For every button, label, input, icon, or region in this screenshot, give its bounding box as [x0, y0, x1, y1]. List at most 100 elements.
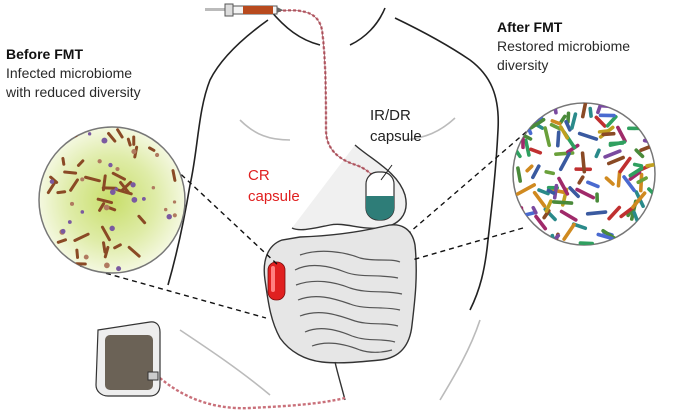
bacterium-rod — [619, 205, 636, 219]
bacterium-coccus — [87, 132, 92, 136]
bacterium-coccus — [67, 220, 72, 224]
bacterium-rod — [555, 130, 561, 148]
bacterium-coccus — [109, 225, 115, 232]
bacterium-rod — [171, 169, 177, 182]
bacterium-rod — [594, 115, 607, 128]
bacterium-rod — [643, 103, 655, 110]
before-label-block: Before FMT Infected microbiome with redu… — [6, 45, 206, 102]
bacterium-rod — [645, 161, 655, 168]
bacterium-rod — [643, 112, 651, 123]
ir-dr-capsule — [365, 171, 395, 221]
bacterium-rod — [76, 159, 85, 167]
bacterium-rod — [115, 188, 133, 196]
bacterium-rod — [63, 133, 72, 138]
bacterium-rod — [551, 200, 574, 205]
bacterium-coccus — [69, 201, 75, 206]
bacterium-rod — [634, 148, 645, 159]
bacterium-rod — [632, 162, 644, 168]
bacterium-rod — [549, 187, 568, 195]
after-line-1: Restored microbiome — [497, 38, 631, 54]
bacterium-rod — [562, 222, 576, 241]
bacterium-rod — [598, 113, 616, 118]
bacterium-rod — [529, 147, 543, 155]
bacterium-rod — [557, 176, 570, 196]
bacterium-rod — [529, 117, 546, 130]
bacterium-rod — [100, 225, 111, 242]
bacterium-coccus — [101, 137, 108, 144]
bacterium-rod — [559, 125, 569, 140]
bacterium-coccus — [80, 210, 85, 214]
bacterium-coccus — [151, 185, 156, 190]
before-line-2: with reduced diversity — [6, 84, 141, 100]
bacterium-rod — [646, 103, 654, 115]
bacterium-rod — [513, 106, 526, 112]
bacterium-rod — [43, 145, 54, 158]
bacterium-rod — [101, 174, 107, 192]
enema-tube — [159, 377, 346, 410]
bacterium-coccus — [154, 152, 160, 158]
bacterium-rod — [568, 186, 580, 199]
bacterium-rod — [69, 178, 79, 192]
bacterium-coccus — [109, 189, 116, 195]
small-intestine — [294, 250, 403, 353]
ir-pointer — [380, 164, 393, 181]
bacterium-rod — [636, 176, 648, 185]
bacterium-rod — [622, 175, 636, 193]
syringe — [205, 3, 283, 17]
bacterium-coccus — [49, 179, 55, 184]
enema-bag — [95, 321, 161, 397]
bacterium-coccus — [60, 228, 66, 234]
bacterium-rod — [537, 188, 550, 196]
bacterium-rod — [96, 197, 114, 205]
bacterium-rod — [63, 170, 78, 175]
bacterium-rod — [608, 141, 625, 146]
ir-dr-line-2: capsule — [370, 128, 422, 145]
bacterium-rod — [580, 151, 587, 174]
bacterium-rod — [46, 181, 57, 195]
cr-line-1: CR — [248, 167, 270, 184]
bacterium-coccus — [162, 260, 167, 265]
before-microbiome-circle — [38, 126, 186, 274]
bacterium-coccus — [163, 207, 168, 212]
bacterium-rod — [528, 103, 537, 111]
bacterium-coccus — [103, 204, 110, 211]
bacterium-rod — [542, 209, 551, 220]
bacterium-rod — [580, 103, 588, 119]
bacterium-rod — [113, 243, 122, 250]
bacterium-rod — [577, 131, 599, 141]
bacterium-rod — [534, 214, 548, 231]
bacterium-rod — [648, 104, 655, 110]
bacterium-rod — [605, 114, 618, 128]
bacterium-coccus — [97, 159, 102, 164]
bacterium-rod — [544, 170, 556, 176]
bacterium-rod — [617, 239, 633, 245]
bacterium-rod — [520, 103, 539, 114]
bacterium-rod — [618, 156, 632, 174]
bacterium-rod — [601, 131, 616, 137]
bacterium-rod — [635, 103, 655, 117]
after-label-block: After FMT Restored microbiome diversity — [497, 18, 682, 75]
after-line-2: diversity — [497, 57, 549, 73]
ir-dr-line-1: IR/DR — [370, 107, 411, 124]
bacterium-rod — [559, 209, 578, 222]
bacterium-rod — [565, 143, 580, 154]
bacterium-rod — [84, 175, 101, 183]
bacterium-rod — [524, 138, 531, 157]
bacterium-rod — [585, 210, 608, 216]
bacterium-rod — [594, 148, 601, 159]
bacterium-rod — [603, 149, 622, 159]
bacterium-rod — [546, 188, 556, 195]
bacterium-coccus — [130, 182, 136, 188]
bacterium-coccus — [80, 177, 85, 182]
bacterium-rod — [606, 155, 625, 166]
bacterium-rod — [515, 183, 537, 196]
bacterium-rod — [631, 191, 647, 209]
bacterium-rod — [628, 166, 644, 178]
bacterium-rod — [102, 241, 107, 254]
bacterium-rod — [628, 170, 642, 181]
bacterium-rod — [544, 199, 553, 213]
cr-line-2: capsule — [248, 188, 300, 205]
bacterium-rod — [116, 128, 124, 139]
bacterium-rod — [601, 228, 619, 242]
